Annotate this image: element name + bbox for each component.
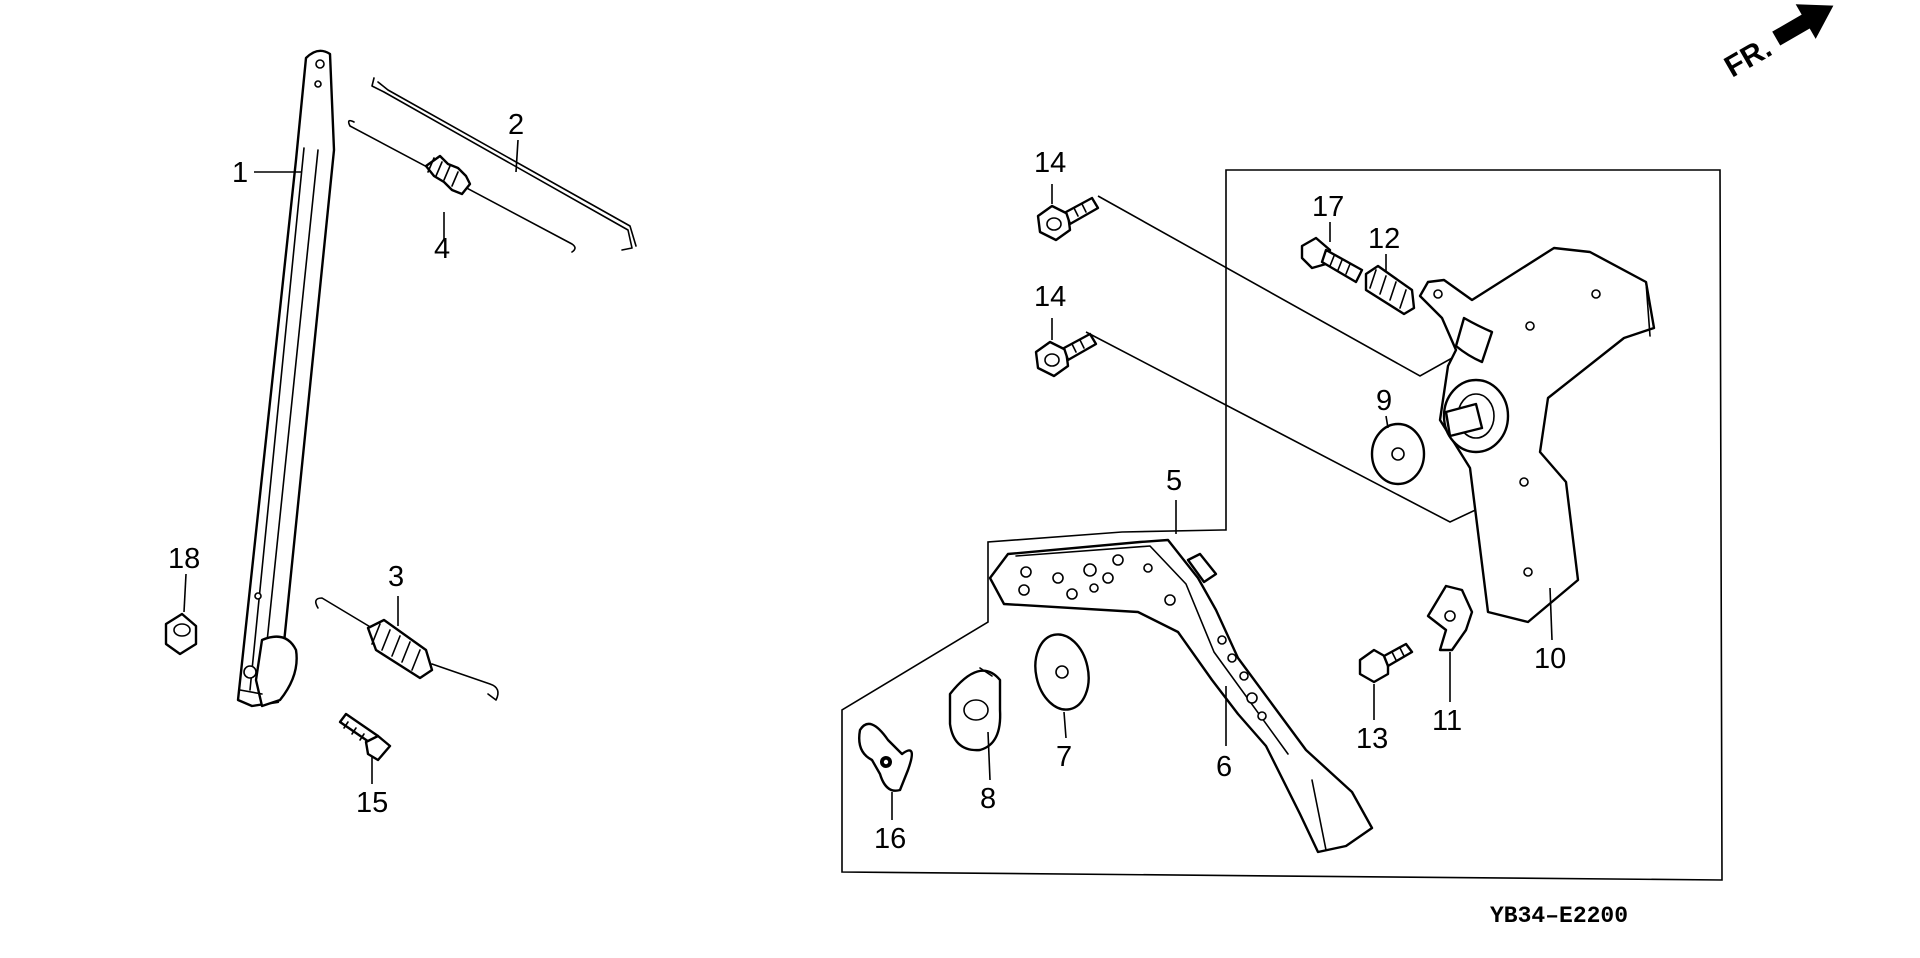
callout-16: 16 xyxy=(874,823,906,855)
part-7-washer xyxy=(1034,633,1090,711)
callout-2: 2 xyxy=(508,109,524,141)
callout-10: 10 xyxy=(1534,643,1566,675)
callout-13: 13 xyxy=(1356,723,1388,755)
part-6-lever xyxy=(988,538,1374,854)
assembly-outline xyxy=(841,169,1723,881)
callout-12: 12 xyxy=(1368,223,1400,255)
front-direction-indicator: FR. xyxy=(1719,4,1834,84)
callout-9: 9 xyxy=(1376,385,1392,417)
arrow-icon xyxy=(1772,4,1834,46)
callout-11: 11 xyxy=(1432,705,1462,737)
part-14b-bolt xyxy=(1034,332,1098,378)
callout-7: 7 xyxy=(1056,741,1072,773)
part-17-bolt xyxy=(1300,236,1364,284)
callout-15: 15 xyxy=(356,787,388,819)
callout-14a: 14 xyxy=(1034,147,1066,179)
callout-3: 3 xyxy=(388,561,404,593)
part-14a-bolt xyxy=(1036,196,1100,242)
part-2-wire-link xyxy=(371,77,637,251)
callout-5: 5 xyxy=(1166,465,1182,497)
callout-17: 17 xyxy=(1312,191,1344,223)
part-9-washer xyxy=(1370,422,1426,486)
callout-4: 4 xyxy=(434,233,450,265)
callout-leaders xyxy=(183,139,1553,820)
part-4-spring-rod xyxy=(347,119,576,253)
part-11-clip xyxy=(1426,584,1474,652)
part-13-bolt xyxy=(1358,642,1414,684)
part-3-tension-spring xyxy=(314,597,499,701)
callout-1: 1 xyxy=(232,157,248,189)
part-1-rod xyxy=(236,49,336,708)
callout-18: 18 xyxy=(168,543,200,575)
part-15-t-bolt xyxy=(338,712,392,762)
part-8-cam-plate xyxy=(948,667,1002,752)
part-16-wing-nut xyxy=(858,722,914,792)
part-10-bracket-plate xyxy=(1418,246,1656,624)
fr-label: FR. xyxy=(1719,31,1777,84)
diagram-code: YB34–E2200 xyxy=(1490,903,1628,929)
part-18-nut xyxy=(164,612,198,656)
callout-6: 6 xyxy=(1216,751,1232,783)
callout-8: 8 xyxy=(980,783,996,815)
part-12-spring xyxy=(1364,264,1416,316)
callout-14b: 14 xyxy=(1034,281,1066,313)
